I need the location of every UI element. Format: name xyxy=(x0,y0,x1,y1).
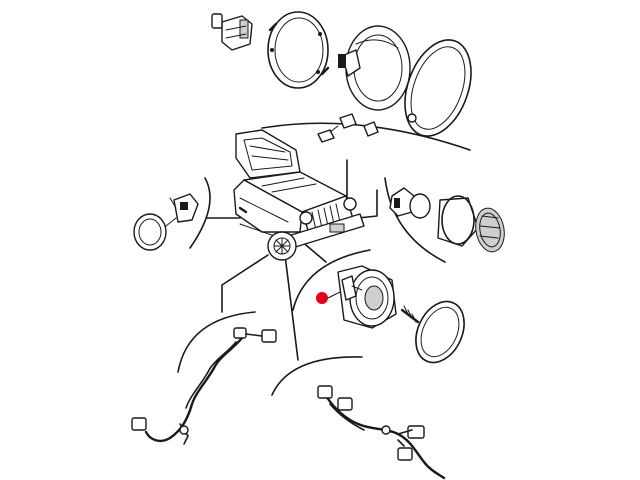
fog-lamp-wiring-harness xyxy=(131,327,277,445)
leader-headlamp-harness xyxy=(284,254,299,361)
callout-arc-sidemarker xyxy=(189,177,211,249)
highlight-marker xyxy=(316,292,328,304)
callout-arc-foglamp xyxy=(292,249,371,311)
headlamp-wiring-harness xyxy=(317,385,446,480)
callout-arcs xyxy=(177,122,471,396)
headlamp-retaining-ring xyxy=(267,11,330,89)
side-marker-lamp xyxy=(133,193,199,251)
vehicle-front xyxy=(233,129,365,261)
headlamp-bulb xyxy=(317,113,379,143)
headlamp-sealed-beam xyxy=(338,25,411,111)
leader-parkturn xyxy=(357,189,378,219)
fog-lamp-housing xyxy=(337,265,397,329)
headlamp-bulb-socket xyxy=(211,13,253,51)
leader-fog-harness xyxy=(221,254,269,313)
headlamp-bezel xyxy=(404,39,472,137)
callout-arc-headlamp-harness xyxy=(271,356,363,396)
callout-arc-fog-harness xyxy=(177,311,256,373)
park-turn-bulb xyxy=(389,187,431,219)
highlight-leader xyxy=(327,291,341,299)
fog-lamp-lens xyxy=(400,300,465,364)
callout-arc-headlamp xyxy=(261,122,471,151)
callout-arc-parkturn xyxy=(384,177,446,263)
park-turn-lamp xyxy=(437,195,505,253)
